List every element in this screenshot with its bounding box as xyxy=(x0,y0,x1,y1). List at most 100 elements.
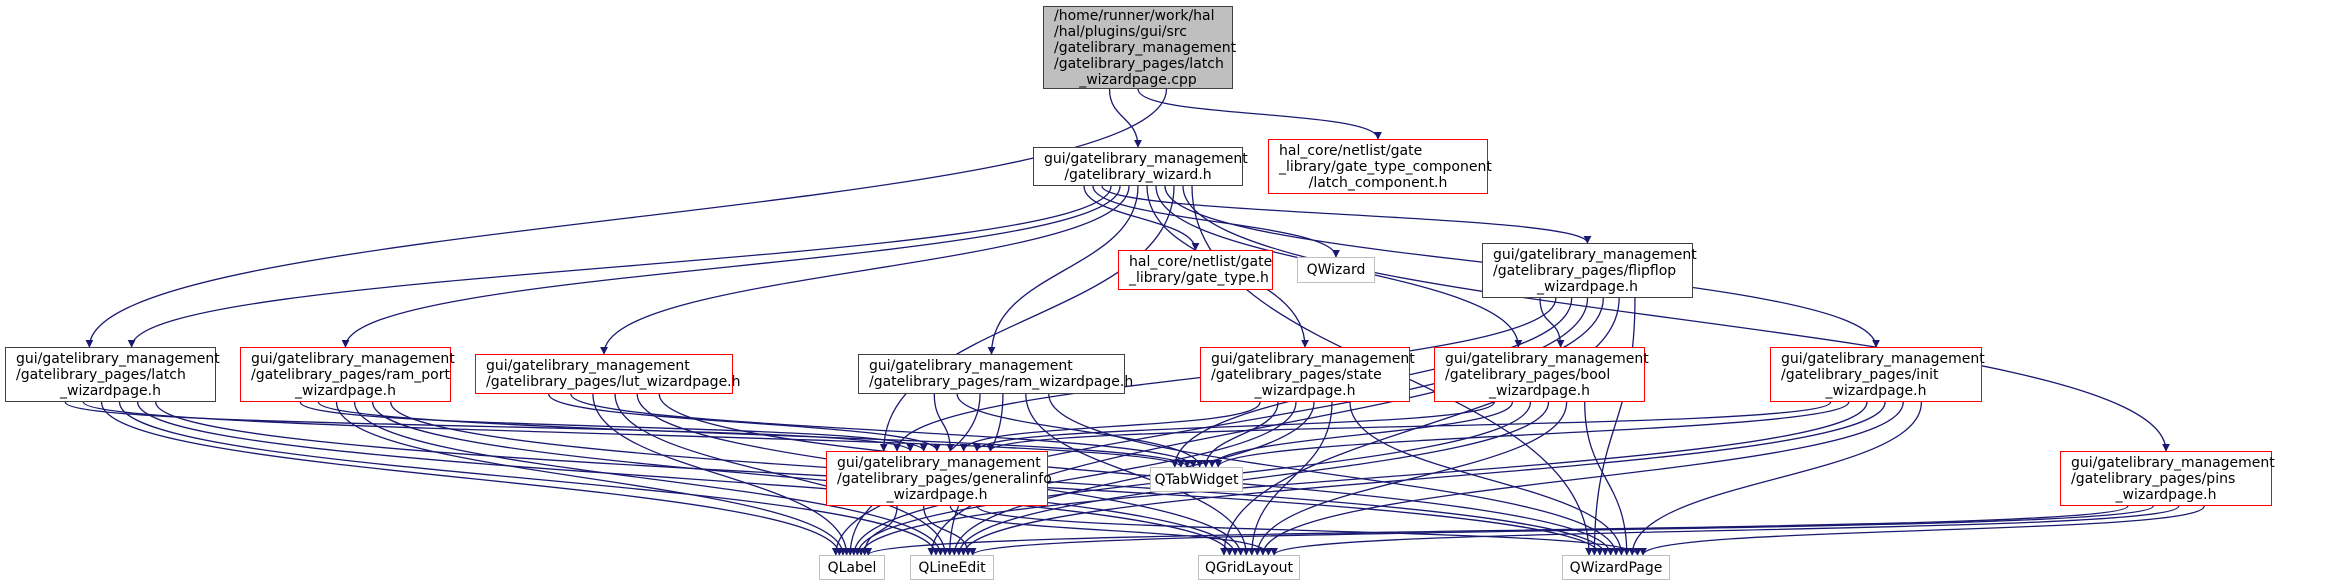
edge-bool-to-qgridlayout xyxy=(1253,401,1568,556)
node-qlabel[interactable]: QLabel xyxy=(819,555,885,580)
edge-pins-to-qwizardpage xyxy=(1639,505,2205,556)
edge-wizard-to-ram-port xyxy=(341,185,1121,348)
edge-init-to-qgridlayout xyxy=(1258,401,1904,556)
edge-wizard-to-flipflop xyxy=(1101,185,1592,244)
edge-ram-wp-to-qtabwidget xyxy=(956,393,1204,468)
node-latch-wp[interactable]: gui/gatelibrary_management/gatelibrary_p… xyxy=(5,347,220,402)
edge-root-to-latch-wp xyxy=(85,88,1168,348)
node-qgridlayout[interactable]: QGridLayout xyxy=(1198,555,1300,580)
node-label-line: QLabel xyxy=(827,559,877,576)
node-qtabwidget[interactable]: QTabWidget xyxy=(1150,467,1243,492)
node-label-line: /gatelibrary_pages/init xyxy=(1781,366,1939,383)
node-label-line: hal_core/netlist/gate xyxy=(1279,142,1423,159)
node-ram-port[interactable]: gui/gatelibrary_management/gatelibrary_p… xyxy=(240,347,455,402)
node-flipflop[interactable]: gui/gatelibrary_management/gatelibrary_p… xyxy=(1482,243,1697,298)
node-label-line: _wizardpage.h xyxy=(2115,486,2217,503)
edge-ram-port-to-qlabel xyxy=(335,401,847,556)
node-label-line: /gatelibrary_pages/ram_wizardpage.h xyxy=(869,374,1134,390)
node-label-line: QLineEdit xyxy=(918,559,986,576)
node-label-line: QWizard xyxy=(1306,262,1366,278)
node-state[interactable]: gui/gatelibrary_management/gatelibrary_p… xyxy=(1200,347,1415,402)
node-label-line: _wizardpage.h xyxy=(295,382,396,399)
edge-generalinfo-to-qwizardpage xyxy=(976,505,1642,556)
edge-wizard-to-lut xyxy=(600,185,1130,355)
node-label-line: /gatelibrary_management xyxy=(1054,39,1237,56)
node-label-line: /home/runner/work/hal xyxy=(1054,7,1215,24)
edge-lut-to-qlabel xyxy=(592,393,851,556)
edge-latch-wp-to-generalinfo xyxy=(64,401,915,452)
node-label-line: /gatelibrary_pages/generalinfo xyxy=(837,470,1052,487)
node-label-line: QTabWidget xyxy=(1154,471,1239,488)
node-label-line: /gatelibrary_wizard.h xyxy=(1064,166,1212,183)
edge-init-to-generalinfo xyxy=(986,401,1832,452)
node-label-line: /gatelibrary_pages/pins xyxy=(2071,470,2236,487)
node-label-line: gui/gatelibrary_management xyxy=(1044,150,1248,167)
edge-latch-wp-to-qlabel xyxy=(100,401,844,556)
edge-latch-wp-to-qgridlayout xyxy=(136,401,1234,556)
edge-wizard-to-ram-wp xyxy=(987,185,1139,355)
node-label-line: /gatelibrary_pages/flipflop xyxy=(1493,262,1677,279)
edge-state-to-qtabwidget xyxy=(1201,401,1279,468)
node-gate-type[interactable]: hal_core/netlist/gate_library/gate_type.… xyxy=(1118,250,1273,290)
node-bool[interactable]: gui/gatelibrary_management/gatelibrary_p… xyxy=(1434,347,1649,402)
edge-state-to-generalinfo xyxy=(959,401,1261,452)
node-lut[interactable]: gui/gatelibrary_management/gatelibrary_p… xyxy=(475,354,741,394)
edge-flipflop-to-qlabel xyxy=(831,297,1589,556)
edge-generalinfo-to-qgridlayout xyxy=(949,505,1273,556)
edge-init-to-qlineedit xyxy=(959,401,1886,556)
node-label-line: gui/gatelibrary_management xyxy=(1493,246,1697,263)
edge-ram-wp-to-generalinfo xyxy=(933,393,955,452)
node-label-line: /gatelibrary_pages/state xyxy=(1211,366,1382,383)
edge-wizard-to-pins xyxy=(1182,185,2170,452)
node-init[interactable]: gui/gatelibrary_management/gatelibrary_p… xyxy=(1770,347,1985,402)
edge-bool-to-qlineedit xyxy=(954,401,1550,556)
edge-generalinfo-to-qlineedit xyxy=(923,505,973,556)
node-label-line: _library/gate_type.h xyxy=(1129,270,1269,286)
edge-flipflop-to-qwizardpage xyxy=(1590,297,1636,556)
edge-root-to-latch-comp xyxy=(1137,88,1382,140)
edge-ram-port-to-qtabwidget xyxy=(317,401,1192,468)
node-label-line: gui/gatelibrary_management xyxy=(869,358,1073,374)
node-label-line: _wizardpage.h xyxy=(1489,382,1590,399)
node-root[interactable]: /home/runner/work/hal/hal/plugins/gui/sr… xyxy=(1043,6,1237,89)
node-label-line: QGridLayout xyxy=(1205,559,1293,576)
node-label-line: _wizardpage.h xyxy=(60,382,161,399)
edge-bool-to-qtabwidget xyxy=(1208,401,1514,468)
edge-ram-port-to-qlineedit xyxy=(353,401,945,556)
edge-flipflop-to-bool xyxy=(1539,297,1565,348)
node-label-line: _wizardpage.h xyxy=(1825,382,1927,399)
node-qwizard[interactable]: QWizard xyxy=(1297,257,1375,283)
node-qwizardpage[interactable]: QWizardPage xyxy=(1562,555,1670,580)
edge-wizard-to-latch-wp xyxy=(127,185,1112,348)
edge-flipflop-to-qlineedit xyxy=(927,297,1604,556)
node-label-line: gui/gatelibrary_management xyxy=(837,454,1041,471)
edge-state-to-qwizardpage xyxy=(1349,401,1626,556)
edge-ram-port-to-qgridlayout xyxy=(371,401,1240,556)
node-label-line: QWizardPage xyxy=(1569,559,1663,576)
edge-root-to-wizard xyxy=(1108,88,1142,148)
edge-generalinfo-to-qlabel xyxy=(860,505,898,556)
node-ram-wp[interactable]: gui/gatelibrary_management/gatelibrary_p… xyxy=(858,354,1134,394)
edge-wizard-to-qwizard xyxy=(1092,185,1340,258)
node-generalinfo[interactable]: gui/gatelibrary_management/gatelibrary_p… xyxy=(826,451,1052,506)
node-label-line: gui/gatelibrary_management xyxy=(16,350,220,367)
node-label-line: hal_core/netlist/gate xyxy=(1129,254,1273,270)
edge-lut-to-generalinfo xyxy=(548,393,941,452)
node-label-line: _wizardpage.h xyxy=(1254,382,1356,399)
node-label-line: _wizardpage.h xyxy=(886,486,988,503)
edge-ram-wp-to-qwizardpage xyxy=(1048,393,1620,556)
node-qlineedit[interactable]: QLineEdit xyxy=(910,555,994,580)
node-label-line: /gatelibrary_pages/bool xyxy=(1445,366,1611,383)
node-label-line: gui/gatelibrary_management xyxy=(1445,350,1649,367)
edge-init-to-qlabel xyxy=(857,401,1868,556)
node-label-line: gui/gatelibrary_management xyxy=(2071,454,2275,471)
node-label-line: /gatelibrary_pages/latch xyxy=(16,366,186,383)
node-latch-comp[interactable]: hal_core/netlist/gate_library/gate_type_… xyxy=(1268,139,1492,194)
node-wizard[interactable]: gui/gatelibrary_management/gatelibrary_w… xyxy=(1033,147,1248,186)
node-pins[interactable]: gui/gatelibrary_management/gatelibrary_p… xyxy=(2060,451,2275,506)
node-label-line: gui/gatelibrary_management xyxy=(486,358,690,374)
edge-init-to-qtabwidget xyxy=(1214,401,1850,468)
edge-pins-to-qlabel xyxy=(864,505,2129,556)
edge-lut-to-qtabwidget xyxy=(570,393,1198,468)
node-label-line: /gatelibrary_pages/ram_port xyxy=(251,366,450,383)
